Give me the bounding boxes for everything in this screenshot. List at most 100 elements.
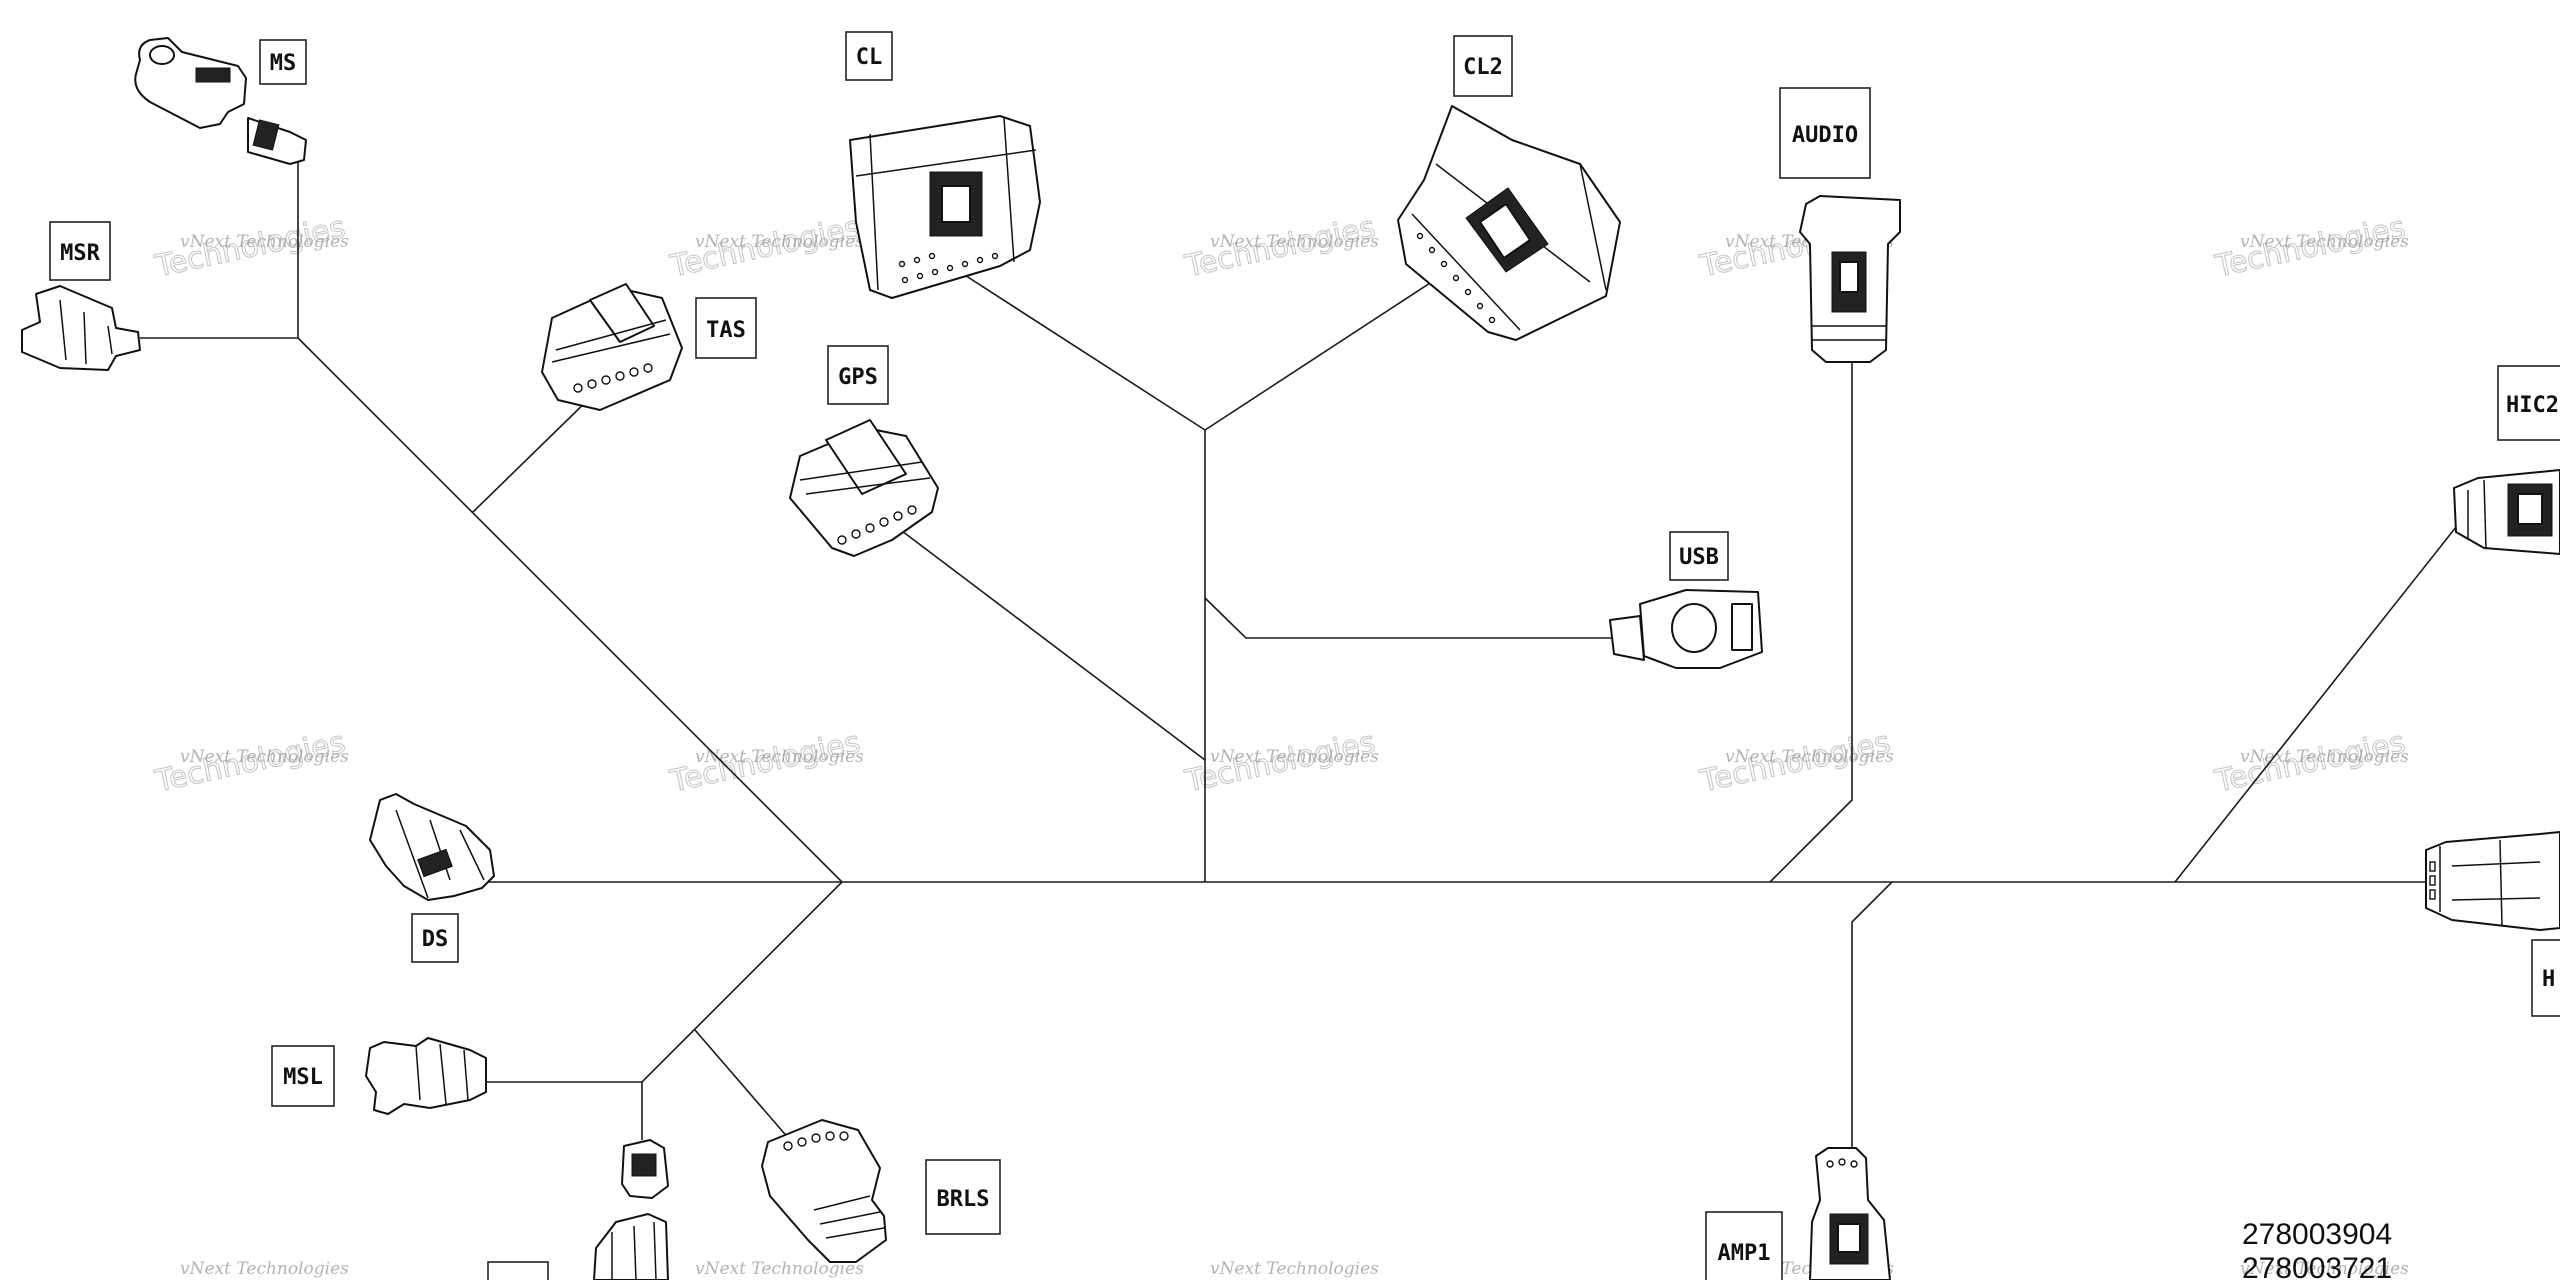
- label-msr: MSR: [49, 221, 111, 281]
- connector-h-body: [2425, 831, 2560, 931]
- wire-tas: [472, 391, 597, 513]
- part-number: 278003721: [2242, 1252, 2392, 1280]
- watermark-text: vNext Technologies: [2240, 232, 2409, 252]
- label-gps: GPS: [827, 345, 889, 405]
- watermark: Technologies vNext Technologies: [1181, 724, 1379, 800]
- label-cl-box: [845, 31, 893, 81]
- label-cl2: CL2: [1453, 35, 1513, 97]
- connector-msr-detail: [59, 299, 113, 365]
- connector-msl-detail: [415, 1043, 469, 1105]
- wire-brls: [694, 1029, 791, 1141]
- connector-cl-pins: [898, 252, 999, 284]
- watermark: Technologies vNext Technologies: [1696, 724, 1894, 800]
- pin: [991, 252, 999, 260]
- watermark: Technologies vNext Technologies: [2211, 724, 2409, 800]
- connector-msl-body: [365, 1037, 487, 1115]
- pin: [839, 1131, 849, 1141]
- watermark: vNext Technologies: [1210, 1259, 1379, 1279]
- connector-unlabeled: [593, 1139, 669, 1280]
- label-h-box: [2531, 939, 2560, 1017]
- label-msl: MSL: [271, 1045, 335, 1107]
- watermark-text: vNext Technologies: [1210, 232, 1379, 252]
- label-msr-text: MSR: [60, 241, 100, 266]
- watermark-text: vNext Technologies: [180, 232, 349, 252]
- watermark: Technologies vNext Technologies: [666, 724, 864, 800]
- pin: [2429, 861, 2436, 872]
- connector-cl-ribs: [855, 117, 1037, 291]
- label-unlabeled-box: [487, 1261, 549, 1280]
- wire-ms-to-trunk: [297, 337, 843, 883]
- label-brls: BRLS: [925, 1159, 1001, 1235]
- pin: [1440, 260, 1448, 268]
- connector-msl: [365, 1037, 487, 1115]
- connector-ms-knob: [149, 45, 175, 65]
- connector-ms-port: [195, 67, 231, 83]
- connector-brls: [761, 1119, 887, 1263]
- pin: [913, 256, 921, 264]
- connector-audio-latch-window: [1839, 261, 1859, 293]
- part-number: 278003904: [2242, 1218, 2392, 1251]
- label-ds: DS: [411, 913, 459, 963]
- watermark: Technologies vNext Technologies: [1181, 209, 1379, 285]
- watermark: vNext Technologies: [180, 1259, 349, 1279]
- connector-tas-ridges: [551, 319, 671, 363]
- label-msl-box: [271, 1045, 335, 1107]
- connector-usb-port: [1731, 603, 1753, 651]
- watermark: Technologies vNext Technologies: [2211, 209, 2409, 285]
- connector-brls-body: [761, 1119, 887, 1263]
- pin: [879, 517, 889, 527]
- pin: [1416, 232, 1424, 240]
- connector-gps-ridges: [799, 461, 931, 495]
- wire-usb: [1204, 597, 1625, 639]
- connector-h: [2425, 831, 2560, 931]
- label-usb-text: USB: [1679, 545, 1719, 570]
- label-tas-box: [695, 297, 757, 359]
- pin: [1464, 288, 1472, 296]
- part-number-block: 278003904 278003721: [2242, 1218, 2392, 1280]
- watermark-text: vNext Technologies: [695, 747, 864, 767]
- watermark-text: vNext Technologies: [695, 232, 864, 252]
- pin: [893, 511, 903, 521]
- connector-hic2-latch-window: [2517, 493, 2543, 525]
- label-cl: CL: [845, 31, 893, 81]
- connector-amp1: [1809, 1147, 1891, 1280]
- connector-tas-pins: [573, 363, 653, 393]
- connector-unlabeled-latch: [631, 1153, 657, 1177]
- connector-unlabeled-lower: [593, 1213, 669, 1280]
- pin: [901, 276, 909, 284]
- watermark: vNext Technologies: [2240, 1259, 2409, 1279]
- pin: [811, 1133, 821, 1143]
- connector-msr-body: [21, 285, 141, 371]
- label-brls-text: BRLS: [937, 1187, 990, 1212]
- pin: [976, 256, 984, 264]
- pin: [1428, 246, 1436, 254]
- label-amp1: AMP1: [1705, 1211, 1783, 1280]
- label-h: H: [2531, 939, 2560, 1017]
- pin: [898, 260, 906, 268]
- connector-gps: [789, 419, 939, 557]
- pin: [1850, 1160, 1858, 1168]
- watermark: vNext Technologies: [695, 1259, 864, 1279]
- connector-tas: [541, 283, 683, 411]
- pin: [643, 363, 653, 373]
- watermark-text: vNext Technologies: [1210, 747, 1379, 767]
- label-brls-box: [925, 1159, 1001, 1235]
- pin: [573, 383, 583, 393]
- label-usb-box: [1669, 531, 1729, 581]
- connector-msr: [21, 285, 141, 371]
- watermark-text: vNext Technologies: [1210, 1259, 1379, 1279]
- wire-amp1: [1851, 881, 1893, 1160]
- connector-usb-ring: [1671, 603, 1717, 653]
- label-hic2-box: [2497, 365, 2560, 441]
- watermark: Technologies vNext Technologies: [151, 209, 349, 285]
- label-h-text: H: [2542, 967, 2555, 992]
- connector-ds-detail: [395, 809, 485, 899]
- label-hic2: HIC2: [2497, 365, 2560, 441]
- connector-cl: [849, 115, 1041, 299]
- pin: [615, 371, 625, 381]
- connector-usb-neck: [1609, 615, 1645, 661]
- wire-audio: [1769, 360, 1853, 883]
- watermark-layer: Technologies vNext Technologies Technolo…: [151, 209, 2409, 1279]
- wire-gps: [897, 527, 1206, 761]
